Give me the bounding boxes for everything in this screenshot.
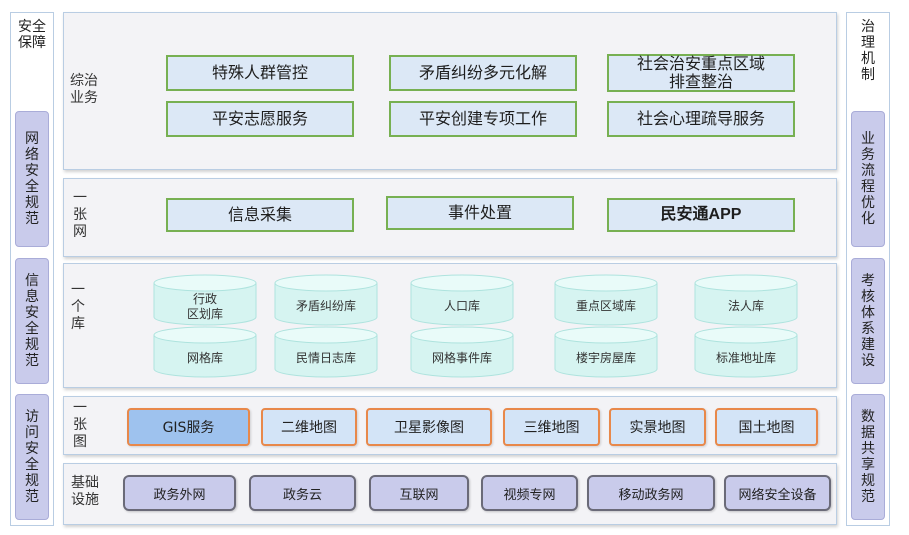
infrastructure-layer: 基础 设施 政务外网 政务云 互联网 视频专网 移动政务网 网络安全设备 (63, 463, 837, 525)
business-layer: 综治 业务 特殊人群管控 矛盾纠纷多元化解 社会治安重点区域 排查整治 平安志愿… (63, 12, 837, 170)
internet: 互联网 (369, 475, 469, 511)
3d-map: 三维地图 (503, 408, 600, 446)
process-optimization: 业 务 流 程 优 化 (851, 111, 885, 247)
database-cylinder: 重点区域库 (554, 274, 658, 326)
left-column-security: 安全 保障 网 络 安 全 规 范 信 息 安 全 规 范 访 问 安 全 规 … (10, 12, 54, 526)
gis-service: GIS服务 (127, 408, 250, 446)
2d-map: 二维地图 (261, 408, 357, 446)
business-layer-title: 综治 业务 (70, 73, 98, 106)
database-cylinder: 标准地址库 (694, 326, 798, 378)
database-layer: 一 个 库 行政 区划库矛盾纠纷库人口库重点区域库法人库网格库民情日志库网格事件… (63, 263, 837, 388)
right-column-governance: 治 理 机 制 业 务 流 程 优 化 考 核 体 系 建 设 数 据 共 享 … (846, 12, 890, 526)
database-cylinder: 人口库 (410, 274, 514, 326)
network-layer: 一 张 网 信息采集 事件处置 民安通APP (63, 178, 837, 257)
land-map: 国土地图 (715, 408, 818, 446)
info-collection: 信息采集 (166, 198, 354, 232)
database-cylinder: 楼宇房屋库 (554, 326, 658, 378)
map-layer: 一 张 图 GIS服务 二维地图 卫星影像图 三维地图 实景地图 国土地图 (63, 396, 837, 455)
data-sharing-spec: 数 据 共 享 规 范 (851, 394, 885, 520)
dispute-resolution: 矛盾纠纷多元化解 (389, 55, 577, 91)
video-private-network: 视频专网 (481, 475, 578, 511)
assessment-system: 考 核 体 系 建 设 (851, 258, 885, 384)
volunteer-service: 平安志愿服务 (166, 101, 354, 137)
database-cylinder: 民情日志库 (274, 326, 378, 378)
gov-extranet: 政务外网 (123, 475, 236, 511)
infrastructure-layer-title: 基础 设施 (71, 475, 99, 508)
database-cylinder: 法人库 (694, 274, 798, 326)
key-area-inspection: 社会治安重点区域 排查整治 (607, 54, 795, 92)
satellite-image-map: 卫星影像图 (366, 408, 492, 446)
database-layer-title: 一 个 库 (71, 282, 85, 332)
network-security-device: 网络安全设备 (724, 475, 831, 511)
database-cylinder: 矛盾纠纷库 (274, 274, 378, 326)
safety-campaign: 平安创建专项工作 (389, 101, 577, 137)
realscene-map: 实景地图 (609, 408, 706, 446)
gov-cloud: 政务云 (249, 475, 356, 511)
access-security-spec: 访 问 安 全 规 范 (15, 394, 49, 520)
special-population-control: 特殊人群管控 (166, 55, 354, 91)
map-layer-title: 一 张 图 (73, 400, 87, 450)
left-column-title: 安全 保障 (18, 19, 46, 51)
minantong-app: 民安通APP (607, 198, 795, 232)
right-column-title: 治 理 机 制 (861, 19, 875, 83)
database-cylinder: 网格事件库 (410, 326, 514, 378)
mobile-gov-network: 移动政务网 (587, 475, 715, 511)
database-cylinder: 网格库 (153, 326, 257, 378)
psychological-service: 社会心理疏导服务 (607, 101, 795, 137)
network-layer-title: 一 张 网 (73, 190, 87, 240)
database-cylinder: 行政 区划库 (153, 274, 257, 326)
network-security-spec: 网 络 安 全 规 范 (15, 111, 49, 247)
event-handling: 事件处置 (386, 196, 574, 230)
info-security-spec: 信 息 安 全 规 范 (15, 258, 49, 384)
